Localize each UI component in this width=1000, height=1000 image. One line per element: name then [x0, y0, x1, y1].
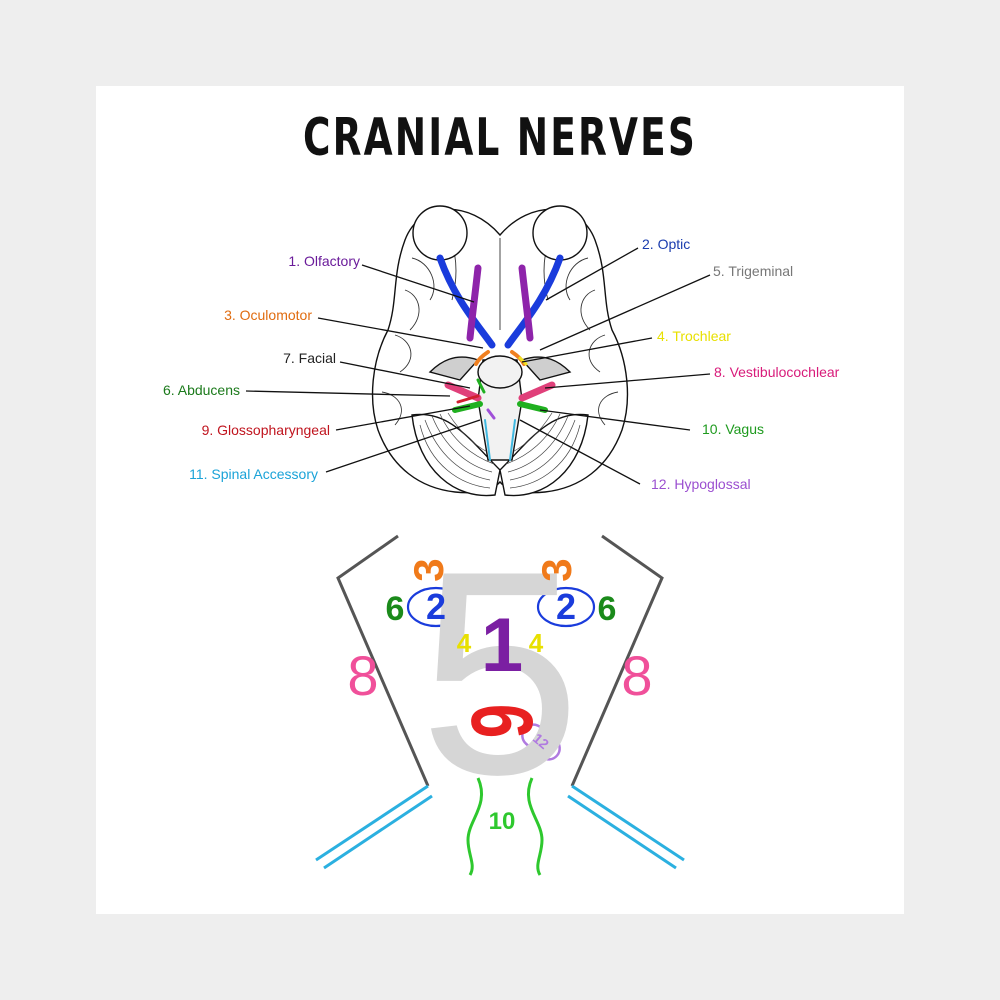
label-glossopharyngeal: 9. Glossopharyngeal	[201, 422, 330, 438]
glyph-vestibulocochlear-8-left: 8	[347, 644, 379, 707]
glyph-trochlear-4-left: 4	[456, 628, 472, 658]
brain-nerves	[436, 254, 564, 461]
label-facial: 7. Facial	[283, 350, 336, 366]
label-trochlear: 4. Trochlear	[657, 328, 731, 344]
glyph-trigeminal-5: 5	[419, 511, 581, 835]
glyph-vestibulocochlear-8-right: 8	[621, 644, 653, 707]
glyph-vagus-10: 10	[488, 808, 516, 835]
poster-background	[96, 86, 904, 914]
label-vestibulocochlear: 8. Vestibulocochlear	[714, 364, 840, 380]
hypoglossal-pill	[521, 723, 561, 761]
label-abducens: 6. Abducens	[162, 382, 240, 398]
face-outline	[336, 534, 664, 787]
right-eye	[532, 205, 588, 261]
label-oculomotor: 3. Oculomotor	[224, 307, 312, 323]
label-optic: 2. Optic	[642, 236, 691, 252]
eye-ovals	[406, 586, 596, 628]
neck-lines	[315, 784, 685, 870]
glyph-glossopharyngeal-9: 9	[455, 703, 552, 739]
glyph-optic-2-right: 2	[555, 586, 577, 627]
glyph-abducens-6-right: 6	[597, 590, 617, 628]
glyph-olfactory-1: 1	[480, 603, 524, 688]
label-spinal-accessory: 11. Spinal Accessory	[189, 466, 318, 482]
left-eye	[412, 205, 468, 261]
label-hypoglossal: 12. Hypoglossal	[651, 476, 751, 492]
glyph-trochlear-4-right: 4	[528, 628, 544, 658]
glyph-optic-2-left: 2	[425, 586, 447, 627]
vagus-lines	[466, 777, 544, 876]
label-trigeminal: 5. Trigeminal	[713, 263, 794, 279]
cerebellum	[411, 413, 589, 497]
leader-lines	[245, 247, 711, 485]
brain-illustration	[371, 205, 629, 497]
label-olfactory: 1. Olfactory	[288, 253, 360, 269]
page-title: CRANIAL NERVES	[303, 108, 697, 168]
label-vagus: 10. Vagus	[702, 421, 765, 437]
glyph-abducens-6-left: 6	[385, 590, 405, 628]
